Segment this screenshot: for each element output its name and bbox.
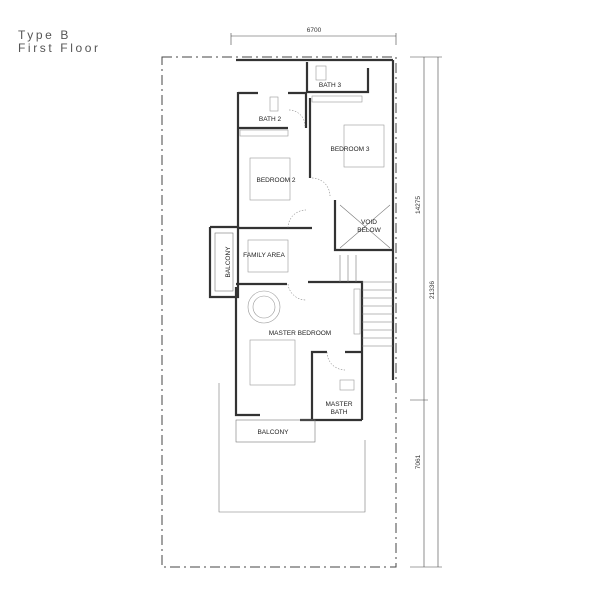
wardrobe-icon (239, 129, 289, 137)
toilet-icon (269, 96, 279, 112)
floor-title: First Floor (18, 41, 101, 55)
room-label-void: VOID (361, 219, 377, 226)
wardrobe-icon (311, 95, 363, 103)
furniture (239, 65, 385, 391)
wardrobe-icon (353, 288, 361, 335)
room-label-side-balcony: BALCONY (225, 246, 232, 278)
site-boundary (161, 56, 397, 568)
bed-icon (249, 339, 296, 386)
staircase (339, 255, 393, 347)
bed-icon (249, 157, 291, 201)
room-label-bedroom2: BEDROOM 2 (256, 177, 295, 184)
rear-depth-dimension: 7061 (415, 454, 422, 469)
room-label-master-bath: MASTER (325, 401, 352, 408)
toilet-icon (339, 379, 355, 391)
bed-icon (343, 124, 385, 168)
width-dimension: 6700 (307, 27, 322, 34)
room-label-bath3: BATH 3 (319, 82, 342, 89)
plan-type-title: Type B (18, 28, 71, 42)
room-label-bedroom3: BEDROOM 3 (330, 146, 369, 153)
walls (208, 58, 395, 443)
toilet-icon (315, 65, 327, 81)
room-label-rear-balcony: BALCONY (257, 429, 289, 436)
sofa-icon (247, 239, 289, 273)
rear-balcony-outline (235, 419, 316, 443)
front-depth-dimension: 14275 (415, 196, 422, 214)
ground-floor-outline (218, 383, 366, 513)
room-label-bath2: BATH 2 (259, 116, 282, 123)
room-label-family-area: FAMILY AREA (243, 252, 285, 259)
round-chair-icon (247, 290, 281, 324)
room-label-master-bedroom: MASTER BEDROOM (269, 330, 331, 337)
room-label-void-below: BELOW (357, 227, 381, 234)
room-label-master-bath-2: BATH (331, 409, 348, 416)
total-depth-dimension: 21336 (429, 281, 436, 299)
void-cross (339, 204, 391, 249)
dimension-lines (230, 33, 442, 568)
